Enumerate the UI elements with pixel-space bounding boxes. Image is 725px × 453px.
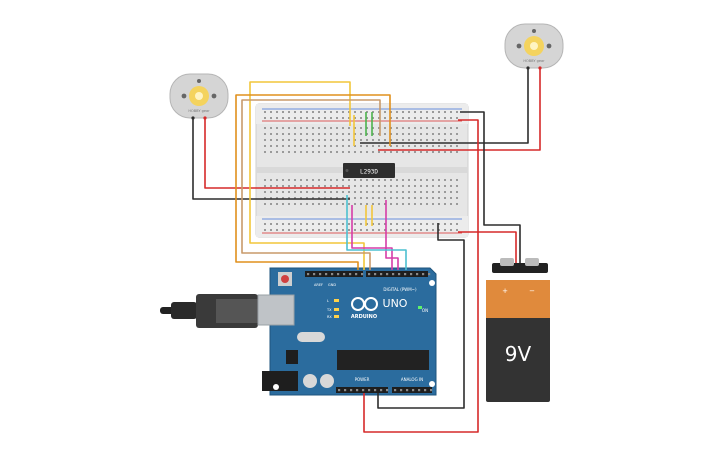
motor-left[interactable]: HOBBY gear [169,73,229,120]
battery-plus: + [502,287,508,295]
l293d-chip: L293D [343,163,395,178]
l-label: L [327,299,329,303]
wire-red-supply [363,119,479,433]
wire-tan-loop [241,99,381,270]
wire-motor-right-black [360,68,529,144]
breadboard-holes [264,111,458,231]
tx-label: TX [326,308,332,312]
arduino-uno-board[interactable]: ARDUINO UNO DIGITAL (PWM~) POWER ANALOG … [160,267,437,396]
wire-red-battery [458,231,517,263]
wire-motor-right-red [378,68,541,151]
battery-minus: − [529,287,535,295]
wire-motor-left-black [192,118,350,200]
board-model: UNO [383,297,408,310]
power-label: POWER [355,377,370,382]
wires [192,68,541,433]
digital-label: DIGITAL (PWM~) [383,287,417,292]
battery-9v[interactable]: + − 9V [486,258,550,402]
wire-motor-left-red [204,118,350,189]
wire-orange-loop [235,94,391,270]
rx-label: RX [327,315,332,319]
wire-black-supply [460,111,521,263]
on-label: ON [422,308,428,313]
board-brand: ARDUINO [351,314,377,320]
wire-pink-2 [385,200,399,270]
header-pins [307,273,433,392]
aref-label: AREF [314,283,323,287]
battery-voltage: 9V [505,342,532,366]
wire-black-gnd [377,223,465,409]
motor-right-label: HOBBY gear [523,59,545,63]
motor-left-label: HOBBY gear [188,109,210,113]
wire-cyan [346,195,407,270]
wire-pink-1 [351,205,393,270]
gnd-label: GND [328,283,336,287]
motor-right[interactable]: HOBBY gear [504,23,564,70]
chip-label: L293D [360,169,378,176]
analog-label: ANALOG IN [401,377,423,382]
